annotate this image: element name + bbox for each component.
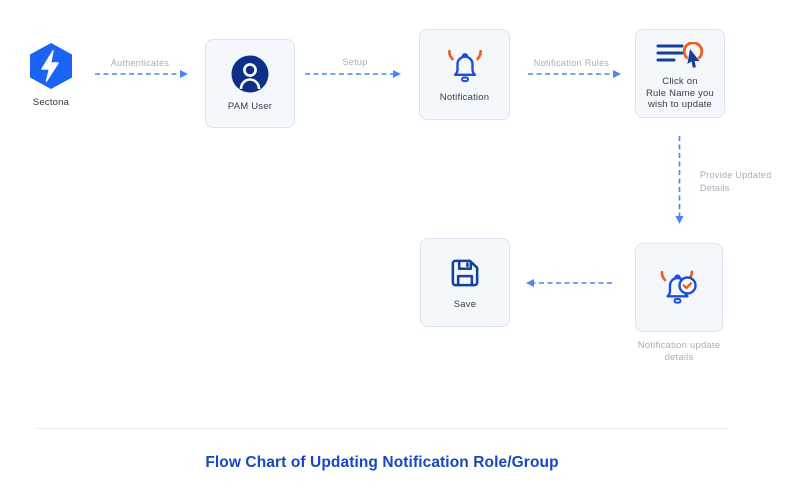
pam-user-label: PAM User — [227, 101, 273, 113]
sectona-label: Sectona — [32, 97, 70, 108]
user-icon — [231, 55, 269, 93]
edge-label-notification-rules: Notification Rules — [533, 58, 610, 68]
sectona-logo-icon — [30, 43, 72, 89]
node-save: Save — [420, 238, 510, 327]
click-rule-label: Click on Rule Name you wish to update — [645, 76, 715, 111]
edge-label-authenticates: Authenticates — [110, 58, 170, 68]
page-title: Flow Chart of Updating Notification Role… — [205, 454, 559, 471]
floppy-disk-icon — [451, 259, 479, 287]
edge-label-provide-updated-details: Provide Updated Details — [700, 170, 772, 193]
node-pam-user: PAM User — [205, 39, 295, 128]
node-update-details — [635, 243, 723, 332]
footer-divider — [36, 428, 728, 429]
node-click-rule: Click on Rule Name you wish to update — [635, 29, 725, 118]
bell-icon — [447, 49, 482, 82]
bell-check-icon — [660, 270, 697, 304]
rule-list-cursor-icon — [656, 42, 704, 69]
notification-label: Notification — [439, 91, 490, 103]
node-notification: Notification — [419, 29, 510, 120]
node-sectona: Sectona — [20, 42, 82, 108]
update-details-label: Notification update details — [637, 340, 721, 363]
edge-label-setup: Setup — [342, 57, 368, 67]
save-label: Save — [453, 299, 477, 311]
